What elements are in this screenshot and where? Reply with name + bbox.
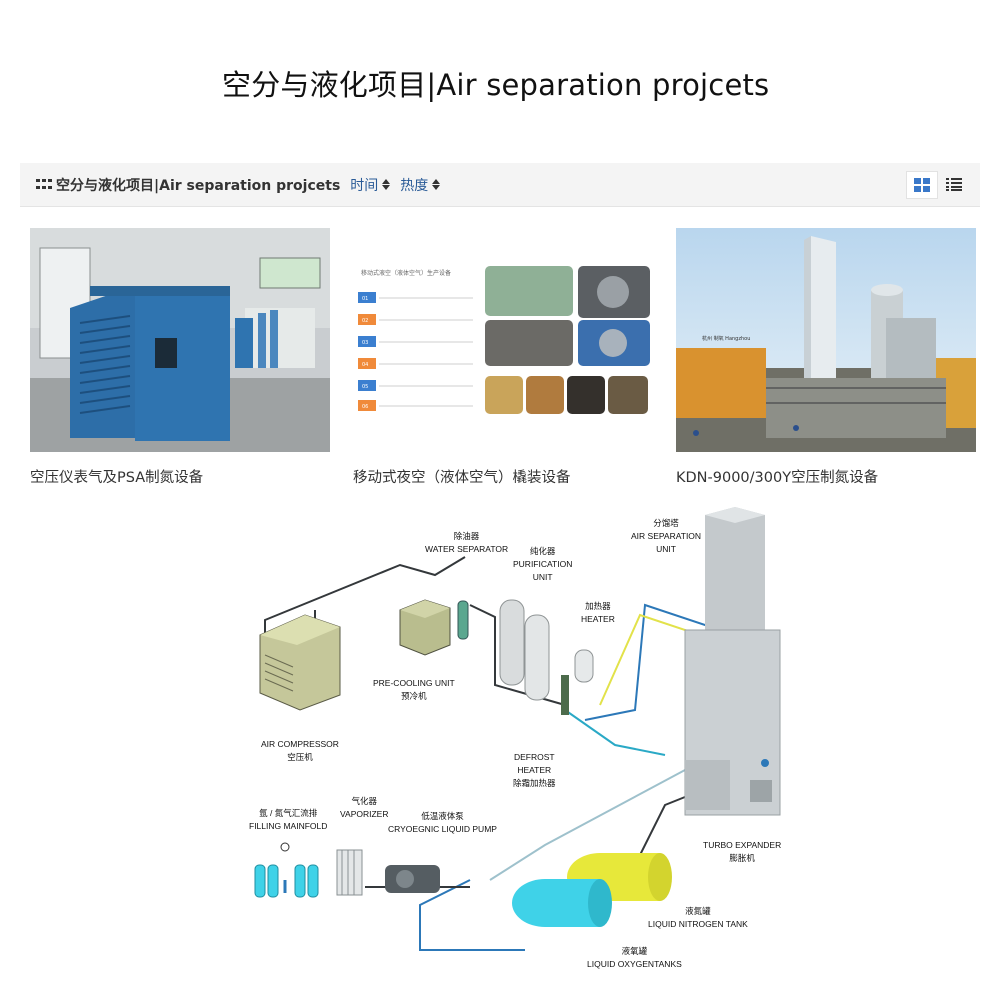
category-toolbar: 空分与液化项目|Air separation projcets 时间 热度	[20, 163, 980, 207]
page-title: 空分与液化项目|Air separation projcets	[222, 68, 770, 102]
sort-by-heat-label: 热度	[400, 177, 429, 194]
plant-sign: 杭州 制氧 Hangzhou	[702, 335, 750, 342]
category-title: 空分与液化项目|Air separation projcets	[56, 177, 341, 194]
sort-by-heat-button[interactable]: 热度	[400, 175, 441, 195]
grid-view-button[interactable]	[906, 170, 938, 199]
sort-by-time-button[interactable]: 时间	[350, 175, 391, 195]
sort-by-time-label: 时间	[350, 177, 379, 194]
grid-dots-icon	[36, 178, 52, 191]
product-image-psa-nitrogen[interactable]	[30, 228, 330, 452]
list-view-icon	[946, 178, 962, 191]
grid-view-icon	[914, 177, 930, 192]
product-caption-kdn-plant[interactable]: KDN-9000/300Y空压制氮设备	[676, 470, 879, 486]
product-caption-liquid-air[interactable]: 移动式夜空（液体空气）橇装设备	[353, 470, 571, 486]
step-label: 05	[362, 384, 368, 390]
product-caption-psa-nitrogen[interactable]: 空压仪表气及PSA制氮设备	[30, 470, 204, 486]
product-image-liquid-air[interactable]: 移动式液空（液体空气）生产设备 01 02 03 04 05 06	[353, 228, 653, 452]
sort-arrows-icon	[432, 179, 441, 190]
sort-arrows-icon	[382, 179, 391, 190]
step-label: 03	[362, 340, 368, 346]
infographic-heading: 移动式液空（液体空气）生产设备	[361, 269, 451, 277]
step-label: 02	[362, 318, 368, 324]
step-label: 06	[362, 404, 368, 410]
step-label: 01	[362, 296, 368, 302]
step-label: 04	[362, 362, 368, 368]
view-toggle	[906, 170, 970, 199]
process-diagram-drawing	[254, 507, 781, 951]
product-image-kdn-plant[interactable]: 杭州 制氧 Hangzhou	[676, 228, 976, 452]
list-view-button[interactable]	[938, 171, 970, 199]
